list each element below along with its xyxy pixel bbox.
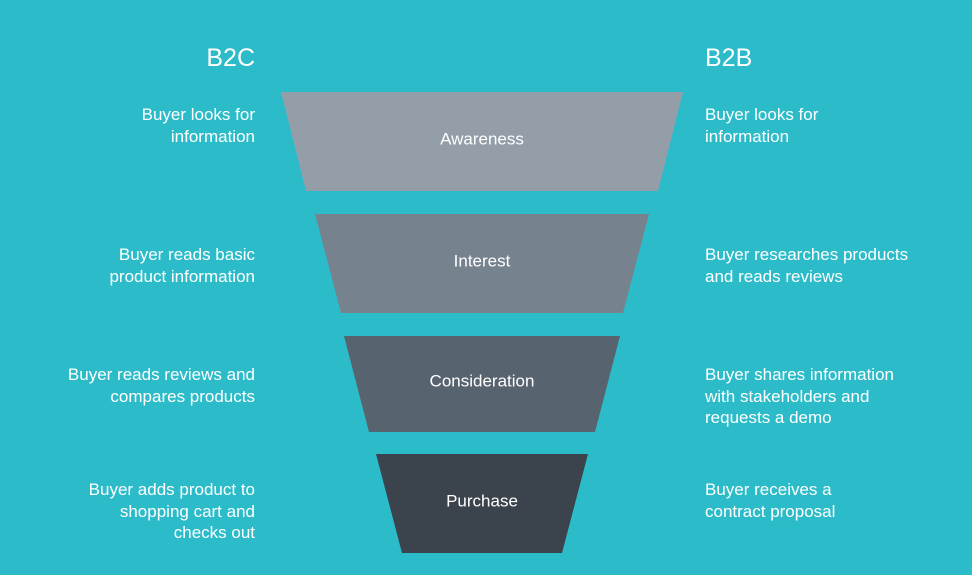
b2c-desc-purchase: Buyer adds product to shopping cart and … <box>88 480 255 542</box>
funnel-stage-interest: Interest <box>315 214 649 313</box>
b2b-heading: B2B <box>705 44 753 72</box>
funnel-stage-consideration: Consideration <box>344 336 620 432</box>
funnel-segment-consideration <box>344 336 620 432</box>
stage-label-purchase: Purchase <box>446 491 518 510</box>
b2b-desc-interest: Buyer researches products and reads revi… <box>705 245 909 286</box>
b2b-desc-purchase: Buyer receives a contract proposal <box>705 480 836 521</box>
stage-label-awareness: Awareness <box>440 129 524 148</box>
funnel-stage-awareness: Awareness <box>281 92 683 191</box>
funnel-segment-purchase <box>376 454 588 553</box>
b2c-desc-consideration: Buyer reads reviews and compares product… <box>67 365 255 406</box>
b2b-desc-consideration: Buyer shares information with stakeholde… <box>705 365 894 427</box>
b2b-desc-awareness: Buyer looks for information <box>705 105 819 146</box>
b2c-heading: B2C <box>206 44 255 72</box>
b2c-desc-awareness: Buyer looks for information <box>141 105 255 146</box>
stage-label-consideration: Consideration <box>430 371 535 390</box>
b2c-desc-interest: Buyer reads basic product information <box>109 245 255 286</box>
stage-label-interest: Interest <box>454 251 511 270</box>
funnel-segment-interest <box>315 214 649 313</box>
funnel-segment-awareness <box>281 92 683 191</box>
funnel-stage-purchase: Purchase <box>376 454 588 553</box>
